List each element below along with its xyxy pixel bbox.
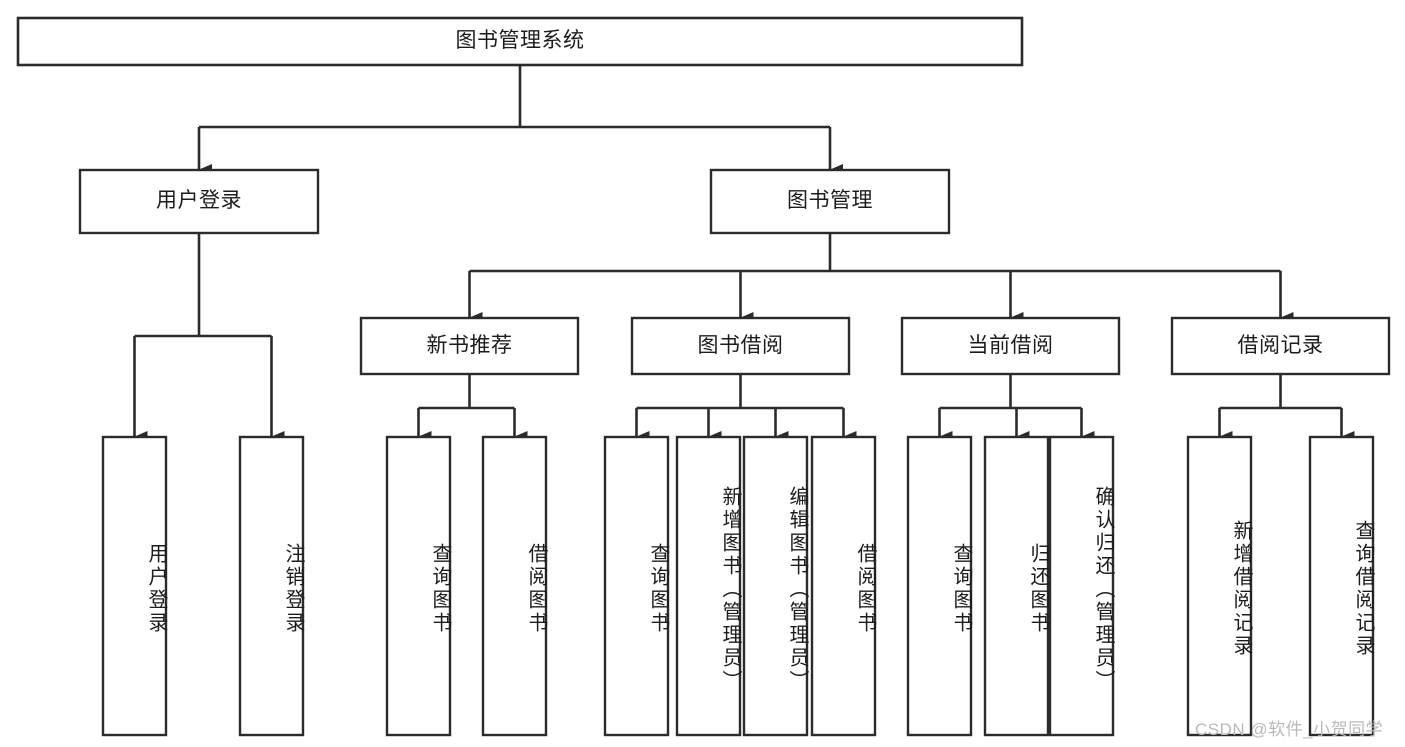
node-box-leaf-query-book-current[interactable]	[906, 435, 973, 737]
node-box-leaf-add-book[interactable]	[675, 435, 742, 737]
node-box-current-borrow[interactable]	[900, 316, 1121, 376]
node-box-user-login[interactable]	[78, 168, 320, 235]
node-box-leaf-borrow-book-recommend[interactable]	[481, 435, 548, 737]
node-box-leaf-edit-book[interactable]	[742, 435, 809, 737]
node-box-leaf-return-book[interactable]	[983, 435, 1050, 737]
connector-layer	[133, 65, 1355, 443]
node-box-leaf-logout[interactable]	[238, 435, 305, 737]
node-box-leaf-add-borrow-record[interactable]	[1186, 435, 1253, 737]
node-box-leaf-query-book-borrow[interactable]	[603, 435, 670, 737]
node-box-borrow-record[interactable]	[1170, 316, 1391, 376]
node-box-leaf-user-login[interactable]	[101, 435, 168, 737]
node-box-book-management[interactable]	[709, 168, 951, 235]
node-box-leaf-query-borrow-record[interactable]	[1308, 435, 1375, 737]
node-box-root[interactable]	[16, 16, 1024, 67]
node-box-leaf-confirm-return[interactable]	[1048, 435, 1115, 737]
watermark-text: CSDN @软件_小贺同学	[1195, 720, 1384, 739]
node-box-layer	[16, 16, 1391, 737]
node-box-book-borrow[interactable]	[630, 316, 851, 376]
node-box-new-book-recommend[interactable]	[359, 316, 580, 376]
node-box-leaf-borrow-book[interactable]	[810, 435, 877, 737]
node-box-leaf-query-book-recommend[interactable]	[385, 435, 452, 737]
